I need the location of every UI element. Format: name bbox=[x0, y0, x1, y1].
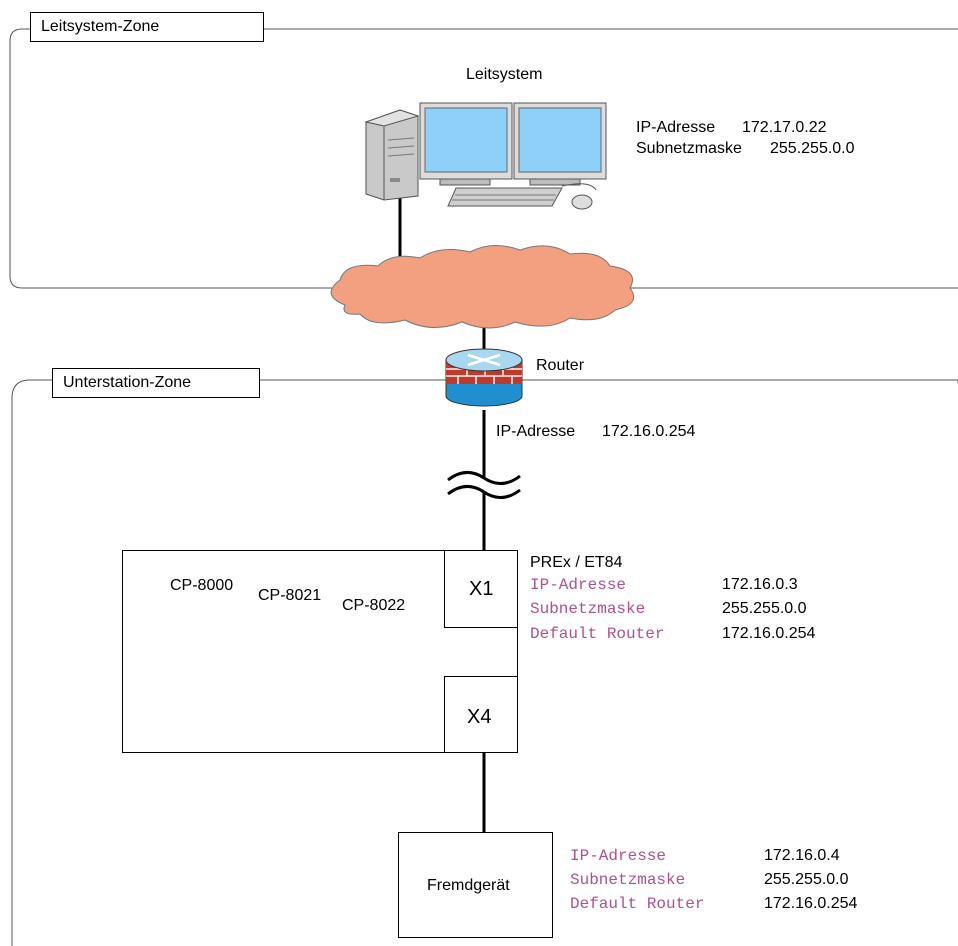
control-zone-label: Leitsystem-Zone bbox=[30, 12, 264, 42]
prex-router-value: 172.16.0.254 bbox=[722, 625, 816, 642]
cp-8021-label: CP-8021 bbox=[258, 587, 322, 604]
prex-ip-label: IP-Adresse bbox=[530, 576, 627, 594]
prex-ip-value: 172.16.0.3 bbox=[722, 576, 798, 593]
workstation-icon bbox=[364, 102, 607, 210]
router-ip-value: 172.16.0.254 bbox=[602, 423, 696, 440]
line-break-icon bbox=[447, 471, 521, 499]
control-system-mask-label: Subnetzmaske bbox=[636, 140, 742, 157]
cp-8000-label: CP-8000 bbox=[170, 577, 234, 594]
foreign-router-label: Default Router bbox=[570, 895, 705, 913]
network-cloud-icon bbox=[330, 245, 635, 329]
router-ip-label: IP-Adresse bbox=[496, 423, 576, 440]
foreign-mask-label: Subnetzmaske bbox=[570, 871, 686, 889]
port-x1: X1 bbox=[444, 550, 518, 628]
port-x4: X4 bbox=[444, 676, 518, 753]
port-x4-label: X4 bbox=[467, 706, 492, 728]
control-system-ip-label: IP-Adresse bbox=[636, 119, 716, 136]
control-system-title: Leitsystem bbox=[466, 66, 543, 83]
foreign-mask-value: 255.255.0.0 bbox=[764, 871, 849, 888]
cp-8022-label: CP-8022 bbox=[342, 597, 406, 614]
foreign-device-box: Fremdgerät bbox=[398, 832, 553, 938]
control-system-mask-value: 255.255.0.0 bbox=[770, 140, 855, 157]
port-x1-label: X1 bbox=[469, 578, 494, 600]
router-title: Router bbox=[536, 357, 585, 374]
control-zone-border bbox=[9, 28, 958, 289]
foreign-ip-label: IP-Adresse bbox=[570, 847, 667, 865]
control-system-ip-value: 172.17.0.22 bbox=[742, 119, 827, 136]
foreign-ip-value: 172.16.0.4 bbox=[764, 847, 840, 864]
substation-zone-label: Unterstation-Zone bbox=[52, 368, 260, 398]
foreign-router-value: 172.16.0.254 bbox=[764, 895, 858, 912]
foreign-device-title: Fremdgerät bbox=[427, 877, 510, 894]
prex-title: PREx / ET84 bbox=[530, 554, 623, 571]
prex-mask-label: Subnetzmaske bbox=[530, 600, 646, 618]
prex-router-label: Default Router bbox=[530, 625, 665, 643]
prex-mask-value: 255.255.0.0 bbox=[722, 600, 807, 617]
substation-zone-border bbox=[11, 379, 958, 946]
router-icon bbox=[445, 348, 523, 407]
